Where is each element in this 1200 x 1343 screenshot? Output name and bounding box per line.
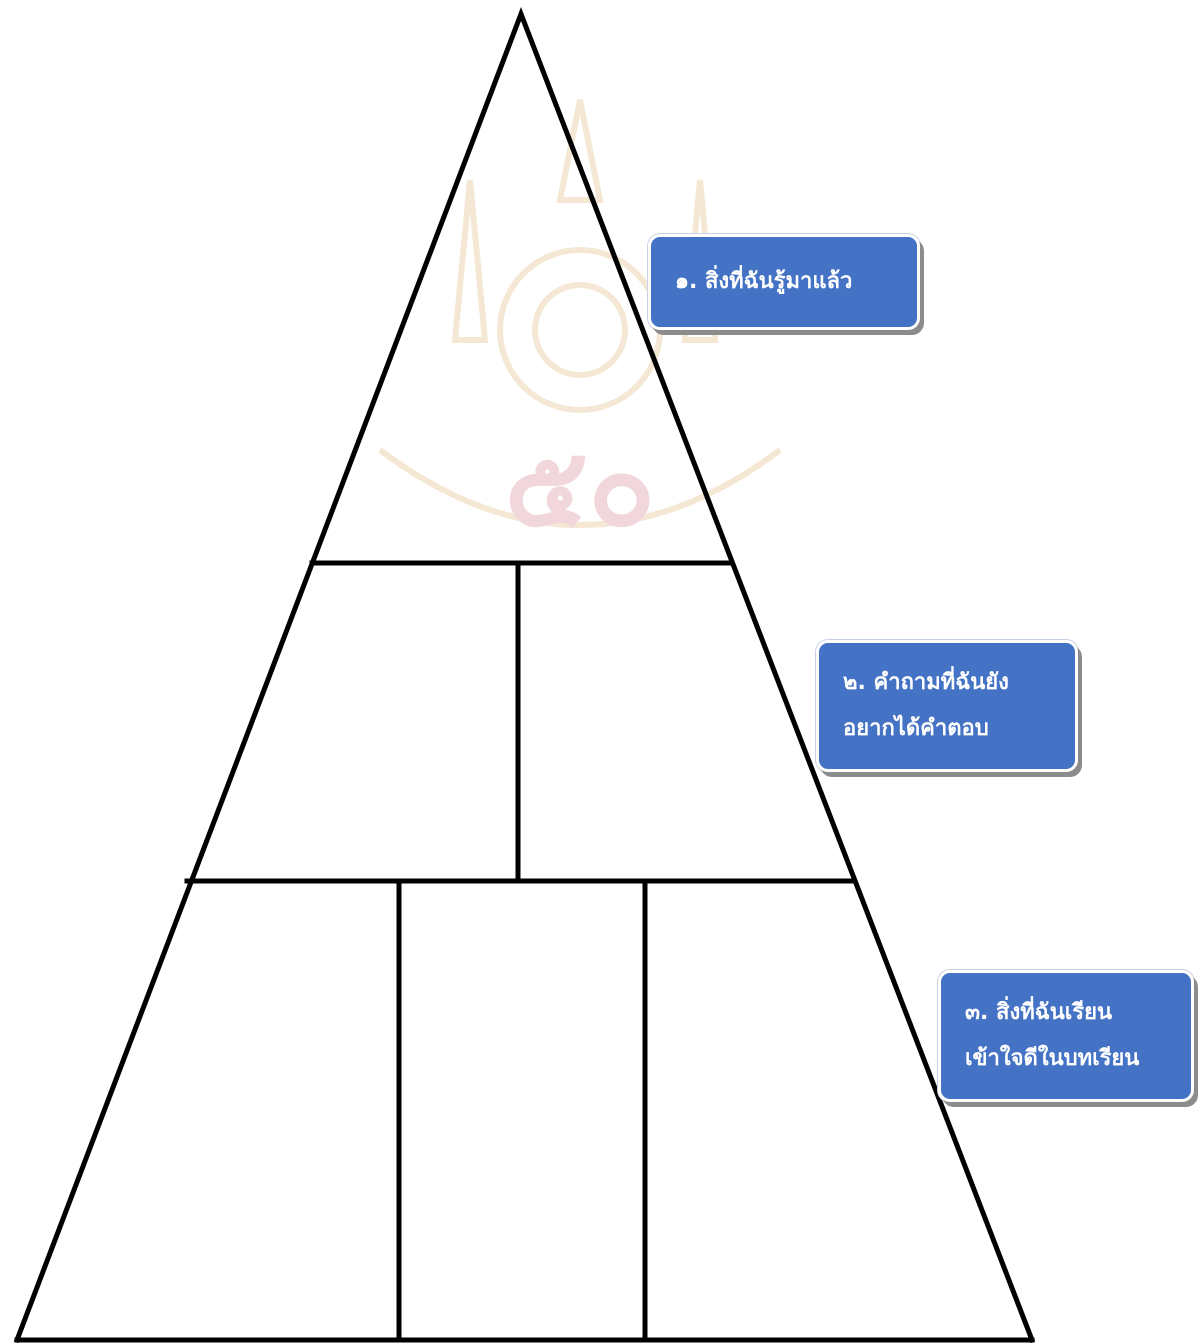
label-learned-text: ๓. สิ่งที่ฉันเรียน เข้าใจดีในบทเรียน (965, 1000, 1140, 1071)
label-known-things: ๑. สิ่งที่ฉันรู้มาแล้ว (648, 234, 920, 330)
label-questions-text: ๒. คำถามที่ฉันยัง อยากได้คำตอบ (843, 670, 1009, 741)
pyramid-outline (13, 7, 1036, 1343)
label-known-things-text: ๑. สิ่งที่ฉันรู้มาแล้ว (675, 269, 853, 294)
label-questions: ๒. คำถามที่ฉันยัง อยากได้คำตอบ (816, 640, 1078, 772)
label-learned: ๓. สิ่งที่ฉันเรียน เข้าใจดีในบทเรียน (938, 970, 1194, 1102)
